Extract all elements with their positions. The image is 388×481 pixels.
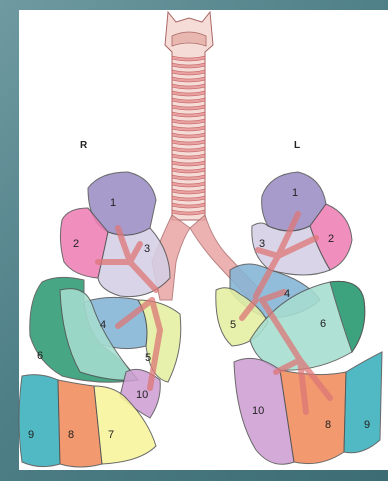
right-segment-4-label: 4: [100, 319, 106, 331]
left-segment-2-label: 2: [328, 233, 334, 245]
left-segment-1-label: 1: [292, 187, 298, 199]
right-segment-6-label: 6: [37, 350, 43, 362]
left-segment-10-label: 10: [252, 405, 264, 417]
right-segment-9: [19, 375, 60, 467]
right-segment-1-label: 1: [110, 197, 116, 209]
left-segment-9-label: 9: [364, 419, 370, 431]
right-upper-lobe: [60, 172, 170, 297]
right-segment-10-label: 10: [136, 389, 148, 401]
right-segment-7-label: 7: [108, 429, 114, 441]
right-side-label: R: [80, 140, 88, 151]
right-segment-9-label: 9: [28, 429, 34, 441]
left-segment-6-label: 6: [320, 318, 326, 330]
left-segment-4-label: 4: [284, 288, 290, 300]
right-segment-8-label: 8: [68, 429, 74, 441]
left-segment-9: [344, 352, 382, 453]
left-segment-8-label: 8: [325, 419, 331, 431]
left-segment-5-label: 5: [230, 319, 236, 331]
tracheal-rings: [172, 56, 205, 215]
trachea: [165, 12, 213, 220]
right-segment-3-label: 3: [144, 243, 150, 255]
right-segment-2-label: 2: [73, 238, 79, 250]
left-segment-3-label: 3: [259, 238, 265, 250]
right-segment-5-label: 5: [145, 352, 151, 364]
left-side-label: L: [294, 140, 300, 151]
